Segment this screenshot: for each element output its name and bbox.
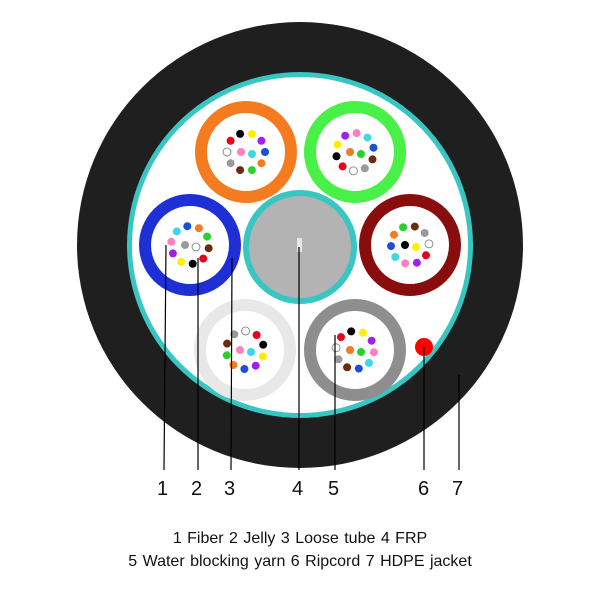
fiber — [346, 346, 354, 354]
callout-6: 6 — [418, 478, 430, 500]
fiber — [357, 348, 365, 356]
fiber — [226, 159, 235, 168]
fiber — [203, 232, 212, 241]
callout-5: 5 — [328, 478, 340, 500]
frp-core-mark — [297, 238, 302, 252]
blue-tube — [139, 194, 241, 296]
fiber — [259, 340, 268, 349]
fiber — [199, 254, 208, 263]
fiber — [172, 227, 181, 236]
fiber — [236, 129, 245, 138]
fiber — [183, 222, 192, 231]
fiber — [333, 140, 342, 149]
fiber — [230, 330, 239, 339]
fiber — [334, 355, 343, 364]
fiber — [401, 259, 410, 268]
fiber — [247, 348, 255, 356]
callout-7: 7 — [452, 478, 464, 500]
fiber — [331, 343, 341, 353]
fiber — [390, 230, 398, 239]
orange-tube — [195, 101, 297, 203]
fiber — [332, 152, 341, 161]
fiber — [338, 162, 347, 171]
fiber — [188, 259, 197, 268]
fiber — [422, 251, 430, 260]
fiber — [357, 150, 365, 158]
fiber — [424, 239, 434, 249]
leader-loose-tube — [230, 257, 233, 471]
callout-4: 4 — [292, 478, 304, 500]
callout-2: 2 — [191, 478, 203, 500]
fiber — [347, 327, 356, 336]
fiber — [410, 222, 419, 231]
fiber — [222, 147, 232, 157]
fiber — [257, 136, 266, 145]
fiber — [341, 131, 350, 140]
fiber — [223, 339, 232, 348]
fiber — [204, 244, 213, 253]
fiber — [167, 237, 176, 246]
maroon-tube — [359, 194, 461, 296]
fiber — [343, 363, 352, 372]
fiber — [365, 358, 373, 367]
fiber — [358, 328, 367, 337]
fiber — [368, 155, 377, 164]
fiber — [401, 241, 409, 249]
fiber — [369, 348, 378, 357]
gray-tube — [304, 299, 406, 401]
fiber — [247, 166, 256, 175]
callout-3: 3 — [224, 478, 236, 500]
fiber — [369, 143, 378, 152]
leader-fiber — [163, 244, 167, 471]
fiber — [240, 365, 249, 373]
fiber — [247, 129, 256, 138]
fiber — [412, 258, 421, 267]
fiber — [222, 351, 231, 360]
fiber — [229, 361, 238, 369]
fiber — [412, 243, 420, 251]
fiber — [248, 150, 256, 158]
fiber — [337, 333, 345, 342]
fiber — [348, 166, 358, 176]
fiber — [194, 224, 203, 233]
fiber — [354, 364, 363, 373]
fiber — [399, 223, 408, 232]
fiber — [346, 148, 354, 156]
fiber — [387, 242, 395, 251]
fiber — [360, 164, 369, 173]
fiber — [391, 253, 400, 261]
fiber — [168, 249, 177, 258]
fiber — [177, 257, 186, 266]
fiber — [237, 148, 245, 156]
fiber — [191, 242, 201, 252]
fiber — [236, 166, 245, 175]
fiber — [363, 133, 372, 142]
fiber — [251, 361, 260, 370]
fiber — [241, 326, 251, 336]
fiber — [257, 159, 266, 168]
fiber — [252, 331, 261, 339]
legend-line-2: 5 Water blocking yarn 6 Ripcord 7 HDPE j… — [128, 553, 472, 570]
fiber — [352, 129, 361, 138]
fiber — [236, 346, 244, 354]
callout-1: 1 — [157, 478, 169, 500]
green-tube — [304, 101, 406, 203]
legend-line-1: 1 Fiber 2 Jelly 3 Loose tube 4 FRP — [172, 530, 428, 547]
white-tube — [194, 299, 296, 401]
loose-tubes-group — [139, 101, 461, 401]
fiber — [258, 352, 267, 361]
fiber — [420, 229, 429, 237]
callout-leaders — [163, 244, 460, 471]
fiber — [261, 148, 269, 156]
fiber — [181, 241, 189, 249]
fiber — [367, 336, 376, 345]
fiber — [226, 136, 235, 145]
